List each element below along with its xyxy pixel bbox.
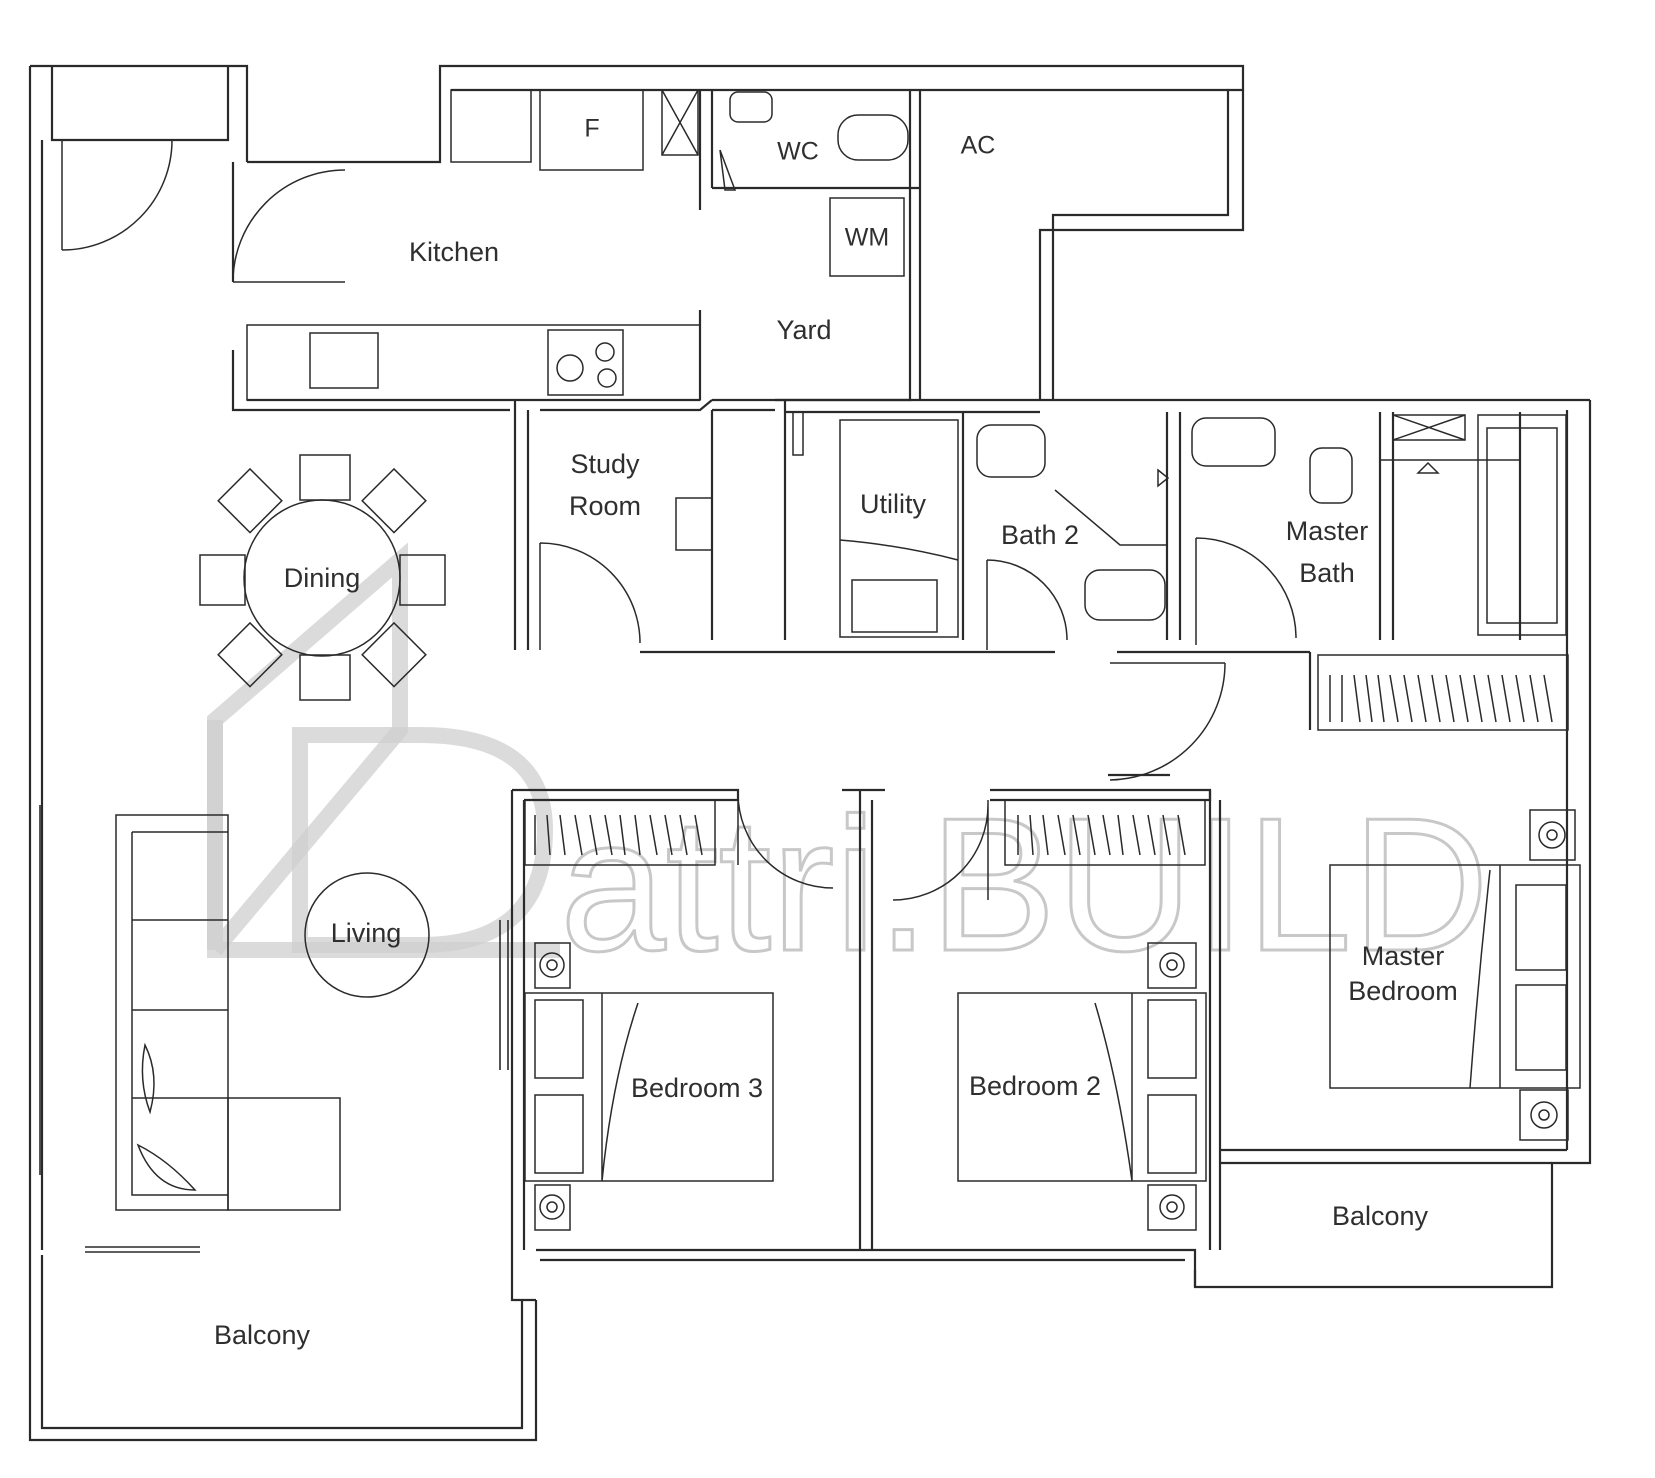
label-study-line1: Study	[570, 449, 640, 479]
label-kitchen: Kitchen	[409, 237, 499, 267]
label-utility: Utility	[860, 489, 926, 519]
bath2-basin-icon	[976, 424, 1046, 478]
label-master-bedroom-line2: Bedroom	[1348, 976, 1458, 1006]
toilet-icon	[837, 114, 909, 161]
fixtures	[39, 89, 1581, 1253]
study-door	[539, 542, 641, 650]
bath2-toilet-icon	[1084, 569, 1166, 621]
washing-machine-box	[829, 197, 905, 277]
master-wardrobe	[1317, 654, 1569, 731]
master-basin-icon	[1191, 417, 1276, 467]
label-bedroom3: Bedroom 3	[631, 1073, 763, 1103]
dining-table	[199, 454, 446, 701]
bath2-door	[986, 559, 1068, 650]
label-living: Living	[331, 918, 402, 948]
coffee-table	[304, 872, 430, 998]
watermark-logo: attri.BUILD	[207, 542, 1491, 993]
bedroom2-door	[892, 800, 989, 901]
label-dining: Dining	[284, 563, 361, 593]
sink-icon	[309, 332, 379, 389]
room-labels: Kitchen F WC AC WM Yard Study Room Utili…	[214, 115, 1458, 1351]
label-wc: WC	[777, 138, 819, 166]
master-bed	[1329, 864, 1581, 1089]
label-yard: Yard	[776, 315, 831, 345]
interior-walls	[231, 90, 1590, 1302]
sofa	[115, 814, 341, 1211]
label-balcony-left: Balcony	[214, 1320, 311, 1350]
label-balcony-right: Balcony	[1332, 1201, 1429, 1231]
door-swings	[61, 139, 1297, 901]
label-master-bedroom-line1: Master	[1362, 941, 1445, 971]
label-study-line2: Room	[569, 491, 641, 521]
label-fridge: F	[584, 115, 599, 143]
bedroom2-bed	[957, 992, 1207, 1182]
lamp-icons	[534, 809, 1576, 1231]
label-ac: AC	[961, 132, 996, 160]
master-bedroom-door	[1109, 662, 1226, 781]
bedroom3-bed	[524, 992, 774, 1182]
label-bath2: Bath 2	[1001, 520, 1079, 550]
kitchen-door	[232, 169, 346, 283]
label-master-bath-line2: Bath	[1299, 558, 1355, 588]
watermark-text: attri.BUILD	[560, 779, 1489, 991]
label-wm: WM	[845, 224, 889, 252]
outer-walls	[28, 64, 1592, 1442]
label-bedroom2: Bedroom 2	[969, 1071, 1101, 1101]
fridge-box	[539, 89, 644, 171]
stove-icon	[547, 329, 624, 396]
master-bath-door	[1195, 537, 1297, 645]
bathtub-icon	[1477, 414, 1567, 636]
master-toilet-icon	[1309, 447, 1353, 504]
bedroom3-door	[737, 792, 834, 889]
label-master-bath-line1: Master	[1286, 516, 1369, 546]
bedroom3-wardrobe	[524, 799, 716, 866]
entrance-door	[61, 139, 173, 251]
bedroom2-wardrobe	[1004, 799, 1206, 866]
basin-icon	[729, 91, 773, 123]
